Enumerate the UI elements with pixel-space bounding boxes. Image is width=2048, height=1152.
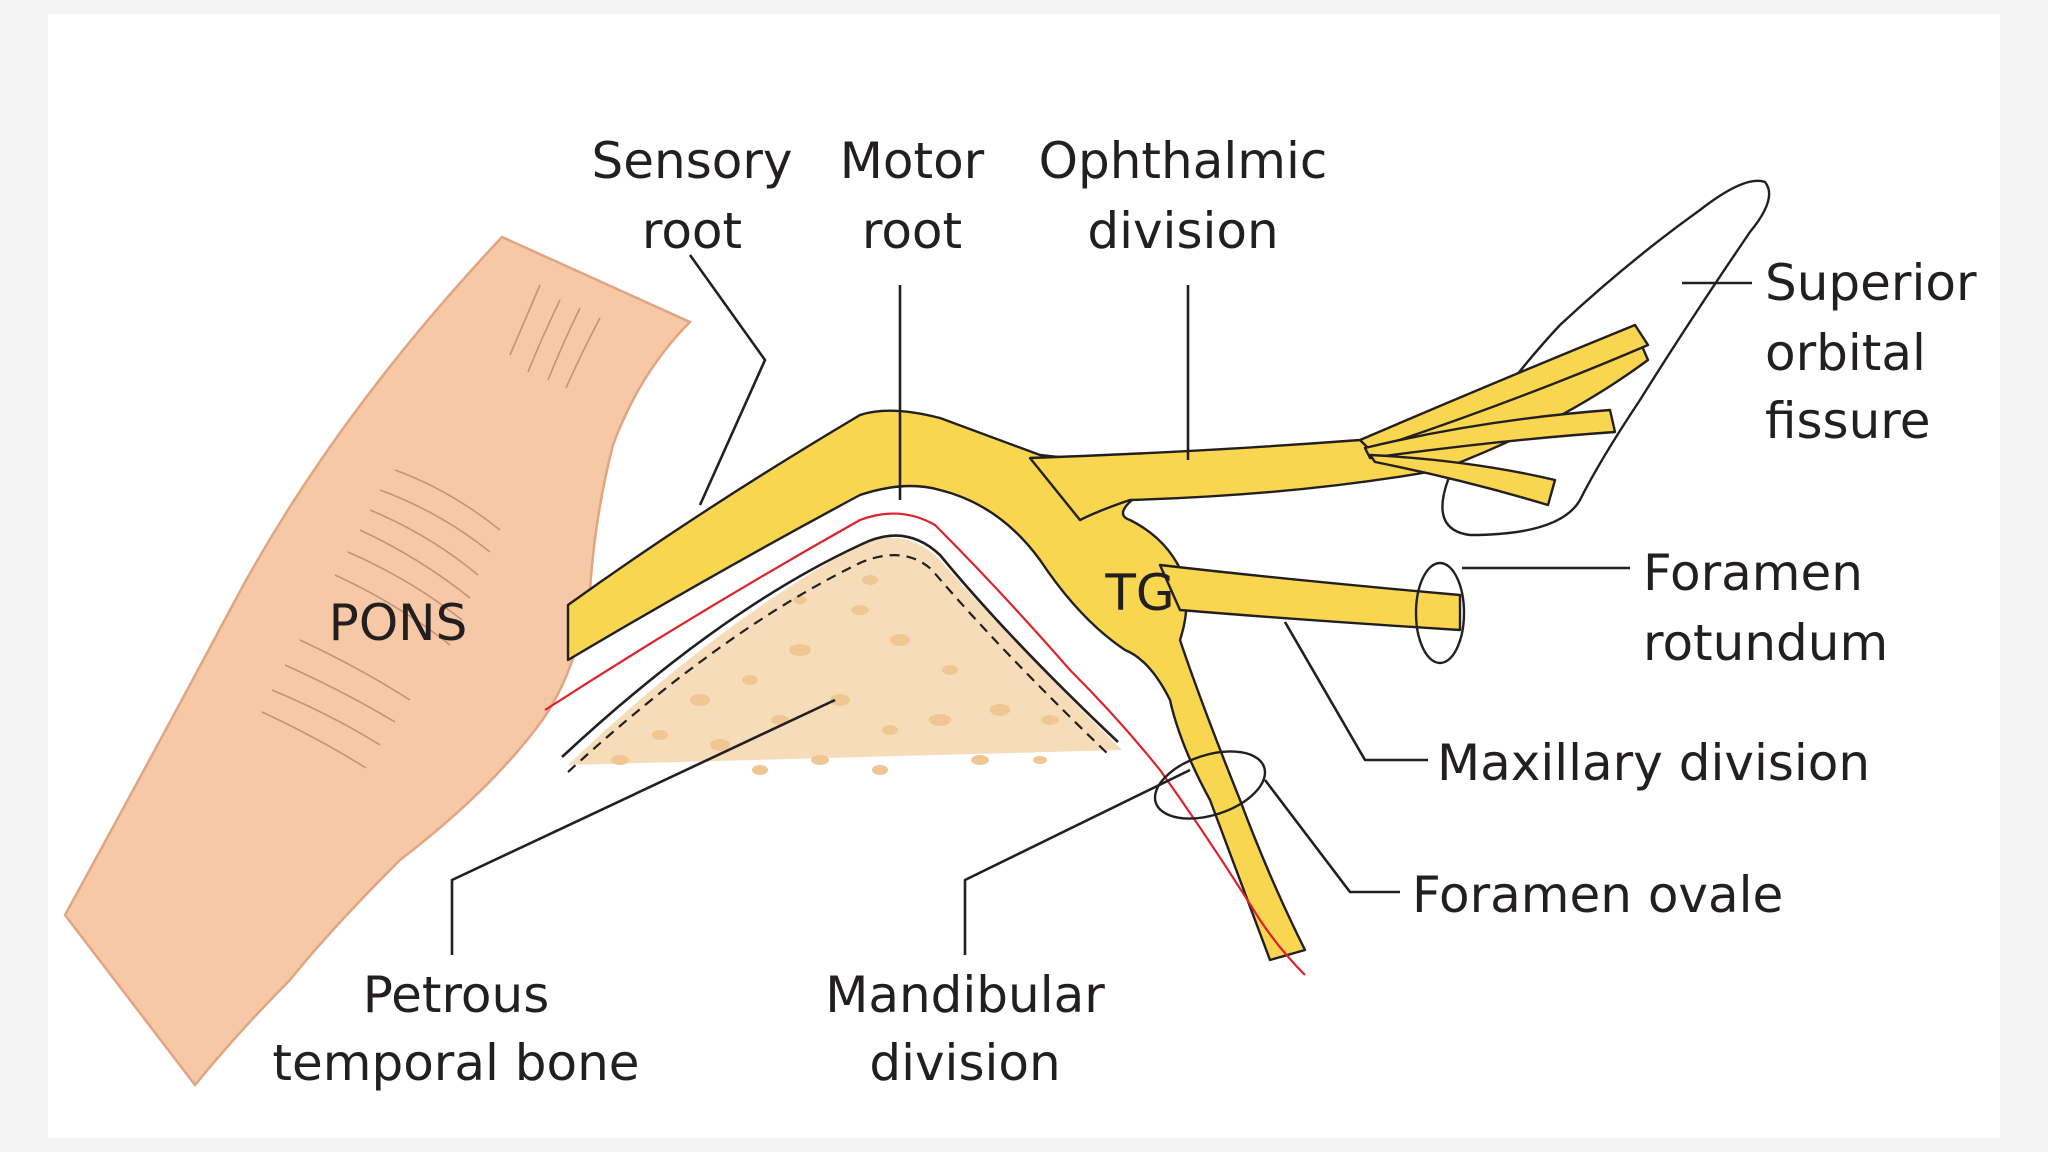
leader-foramen-ovale [1263,779,1400,894]
label-mandibular-1: Mandibular [825,966,1105,1024]
label-foramen-ovale: Foramen ovale [1412,866,1783,924]
tg-label: TG [1104,564,1174,622]
leader-mandibular [963,768,1191,955]
pons: PONS [63,235,693,1088]
labels: Sensory root Motor root Ophthalmic divis… [272,132,1977,1092]
label-ophthalmic-2: division [1087,202,1278,260]
foramen-ovale [1153,750,1267,820]
label-foramen-rotundum-1: Foramen [1643,544,1863,602]
label-maxillary: Maxillary division [1437,734,1870,792]
label-superior-orbital-2: orbital [1765,324,1926,382]
leader-maxillary [1283,621,1428,762]
label-superior-orbital-1: Superior [1765,254,1977,312]
fissure-fibre-2 [1363,408,1617,460]
bone-dashed-outline [567,554,1111,773]
label-motor-root-1: Motor [840,132,985,190]
fissure-fibre-1 [1358,323,1650,452]
maxillary-division-branch [1158,563,1462,632]
label-mandibular-2: division [869,1034,1060,1092]
trigeminal-nerve [566,323,1650,962]
ophthalmic-division-branch [1028,328,1650,522]
sensory-root-and-ganglion [566,409,1307,962]
label-petrous-2: temporal bone [272,1034,639,1092]
pons-label: PONS [329,594,468,652]
leader-petrous [450,698,836,955]
bone-outline [561,534,1119,758]
label-sensory-root-1: Sensory [592,132,793,190]
foramen-rotundum [1414,561,1466,665]
label-motor-root-2: root [862,202,962,260]
leader-sensory-root [688,254,767,506]
label-ophthalmic-1: Ophthalmic [1039,132,1328,190]
motor-root-line [544,512,1306,976]
label-foramen-rotundum-2: rotundum [1643,614,1888,672]
fissure-fibre-3 [1368,453,1557,507]
label-petrous-1: Petrous [363,966,550,1024]
leader-lines [450,254,1752,955]
superior-orbital-fissure [1441,179,1771,537]
pons-texture [261,284,601,769]
label-sensory-root-2: root [642,202,742,260]
label-superior-orbital-3: fissure [1765,392,1931,450]
